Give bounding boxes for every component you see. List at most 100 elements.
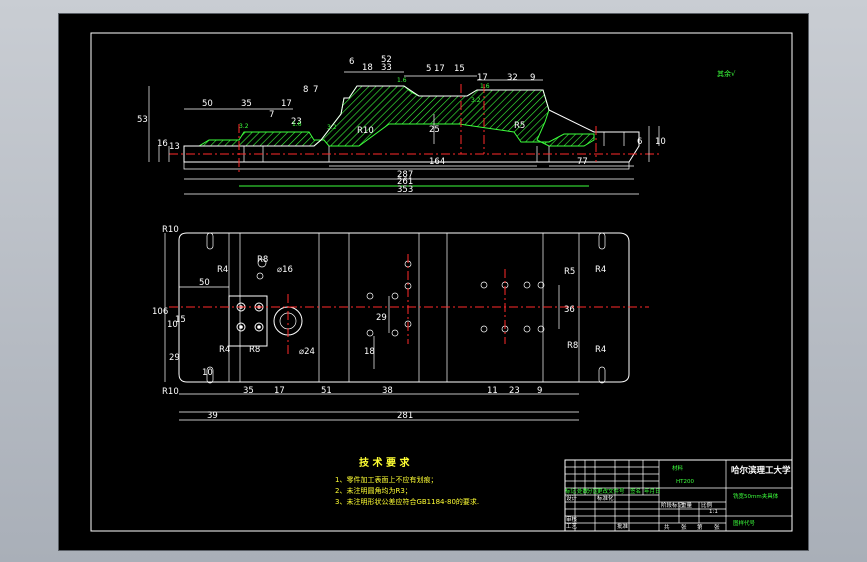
tb-drawing-no: 图样代号 bbox=[733, 519, 756, 527]
tb-mark-0: 标记 bbox=[565, 487, 577, 495]
diameter-16: ⌀16 bbox=[277, 265, 293, 275]
diameter-24: ⌀24 bbox=[299, 347, 315, 357]
dim-b-0: 164 bbox=[429, 157, 445, 167]
plan-radius-4: R5 bbox=[564, 267, 575, 277]
dim-b-4: 353 bbox=[397, 185, 413, 195]
plan-outline bbox=[178, 232, 630, 383]
radius-r5: R5 bbox=[514, 121, 525, 131]
plan-dim-b-2: 51 bbox=[321, 386, 332, 396]
plan-radius-8: R8 bbox=[249, 345, 260, 355]
plan-radius-6: R8 bbox=[567, 341, 578, 351]
title-block: 材料 HT200 哈尔滨理工大学 铣宽50mm夹具体 图样代号 1:1 标记 处… bbox=[564, 459, 793, 532]
plan-view: R10 R4 R8 R4 R5 R4 R8 R4 R8 R10 ⌀16 ⌀24 … bbox=[152, 225, 649, 421]
dim-top-9: 9 bbox=[530, 73, 535, 83]
dim-v-7: 10 bbox=[655, 137, 666, 147]
plan-dim-left-3: 15 bbox=[175, 315, 186, 325]
tb-university: 哈尔滨理工大学 bbox=[731, 465, 791, 476]
technical-requirements: 技 术 要 求 1、零件加工表面上不应有划痕； 2、未注明圆角均为R3； 3、未… bbox=[335, 456, 479, 506]
section-hatch bbox=[184, 85, 595, 147]
plan-dim-overall-281: 281 bbox=[397, 411, 413, 421]
tb-material-label: 材料 bbox=[672, 464, 684, 472]
tb-mark-4: 签名 bbox=[630, 487, 641, 495]
plan-radius-0: R10 bbox=[162, 225, 179, 235]
dim-top-3: 33 bbox=[381, 63, 392, 73]
tech-req-title: 技 术 要 求 bbox=[359, 456, 410, 469]
plan-dim-b-6: 9 bbox=[537, 386, 542, 396]
tech-req-item-2: 2、未注明圆角均为R3； bbox=[335, 486, 412, 495]
plan-radius-2: R8 bbox=[257, 255, 268, 265]
tb-role-0: 设计 bbox=[566, 494, 578, 502]
dim-v-2: 13 bbox=[169, 142, 180, 152]
roughness-other-note: 其余√ bbox=[717, 69, 736, 78]
drawing-canvas: 6 52 18 33 5 17 15 17 32 9 50 35 17 7 23… bbox=[90, 32, 793, 532]
dim-top-6: 15 bbox=[454, 64, 465, 74]
tb-material: HT200 bbox=[676, 479, 694, 485]
dim-b-3: 261 bbox=[397, 177, 413, 187]
plan-dim-left-0: 106 bbox=[152, 307, 168, 317]
roughness-4: 3.2 bbox=[471, 97, 481, 104]
dim-v-6: 6 bbox=[637, 137, 642, 147]
tb-mark-2: 分区 bbox=[587, 487, 599, 495]
plan-dim-b-3: 38 bbox=[382, 386, 393, 396]
dim-left-3: 7 bbox=[269, 110, 274, 120]
plan-dim-b-5: 23 bbox=[509, 386, 520, 396]
roughness-0: 3.2 bbox=[239, 123, 249, 130]
dim-v-0: 53 bbox=[137, 115, 148, 125]
dim-top-5: 17 bbox=[434, 64, 445, 74]
roughness-3: 1.6 bbox=[397, 77, 407, 84]
tb-sheet-2: 第 bbox=[697, 523, 703, 531]
plan-dim-left-4: 29 bbox=[169, 353, 180, 363]
plan-radius-3: R4 bbox=[595, 265, 606, 275]
tb-stage-1: 重量 bbox=[681, 501, 693, 509]
tb-sheet-3: 张 bbox=[714, 523, 720, 531]
plan-dim-mid-2: 36 bbox=[564, 305, 575, 315]
front-view: 6 52 18 33 5 17 15 17 32 9 50 35 17 7 23… bbox=[137, 55, 736, 195]
dim-left-4: 23 bbox=[291, 117, 302, 127]
dim-v-1: 16 bbox=[157, 139, 168, 149]
plan-radius-9: R10 bbox=[162, 387, 179, 397]
dim-v-3: 8 bbox=[303, 85, 308, 95]
dim-top-1: 52 bbox=[381, 55, 392, 65]
tech-req-item-1: 1、零件加工表面上不应有划痕； bbox=[335, 475, 437, 484]
dim-v-5: 25 bbox=[429, 125, 440, 135]
front-outline bbox=[183, 85, 640, 163]
dim-b-1: 77 bbox=[577, 157, 588, 167]
tb-role-4: 批准 bbox=[617, 522, 629, 530]
tb-sheet-0: 共 bbox=[664, 523, 670, 531]
tb-role-3: 工艺 bbox=[566, 523, 578, 530]
dim-b-2: 287 bbox=[397, 170, 413, 180]
radius-r10: R10 bbox=[357, 126, 374, 136]
plan-dim-overall-39: 39 bbox=[207, 411, 218, 421]
tb-scale: 1:1 bbox=[709, 509, 718, 515]
tb-role-2: 审核 bbox=[566, 515, 578, 523]
roughness-5: 1.6 bbox=[480, 83, 490, 90]
plan-dim-left-2: 10 bbox=[167, 320, 178, 330]
dim-v-4: 7 bbox=[313, 85, 318, 95]
dim-left-0: 50 bbox=[202, 99, 213, 109]
tb-sheet-1: 张 bbox=[681, 523, 687, 531]
tb-stage-0: 阶段标记 bbox=[661, 501, 684, 509]
plan-dim-b-4: 11 bbox=[487, 386, 498, 396]
plan-dim-b-1: 17 bbox=[274, 386, 285, 396]
roughness-1: 1.6 bbox=[292, 121, 302, 128]
roughness-2: 3.2 bbox=[327, 124, 337, 131]
tb-stage-2: 比例 bbox=[701, 501, 713, 509]
dim-left-1: 35 bbox=[241, 99, 252, 109]
tb-mark-3: 更改文件号 bbox=[597, 487, 625, 495]
dim-top-2: 18 bbox=[362, 63, 373, 73]
drawing-viewport[interactable]: 6 52 18 33 5 17 15 17 32 9 50 35 17 7 23… bbox=[59, 14, 808, 550]
dim-top-7: 17 bbox=[477, 73, 488, 83]
tb-mark-1: 处数 bbox=[577, 487, 589, 495]
plan-dim-mid-1: 18 bbox=[364, 347, 375, 357]
dim-top-8: 32 bbox=[507, 73, 518, 83]
plan-dim-b-0: 35 bbox=[243, 386, 254, 396]
plan-radius-1: R4 bbox=[217, 265, 228, 275]
plan-dim-left-1: 50 bbox=[199, 278, 210, 288]
tb-part-name: 铣宽50mm夹具体 bbox=[733, 492, 779, 500]
tech-req-item-3: 3、未注明形状公差应符合GB1184-80的要求. bbox=[335, 497, 479, 506]
tb-role-1: 标准化 bbox=[597, 494, 614, 502]
dim-top-4: 5 bbox=[426, 64, 431, 74]
drawing-frame bbox=[90, 32, 793, 532]
plan-dim-left-5: 10 bbox=[202, 368, 213, 378]
